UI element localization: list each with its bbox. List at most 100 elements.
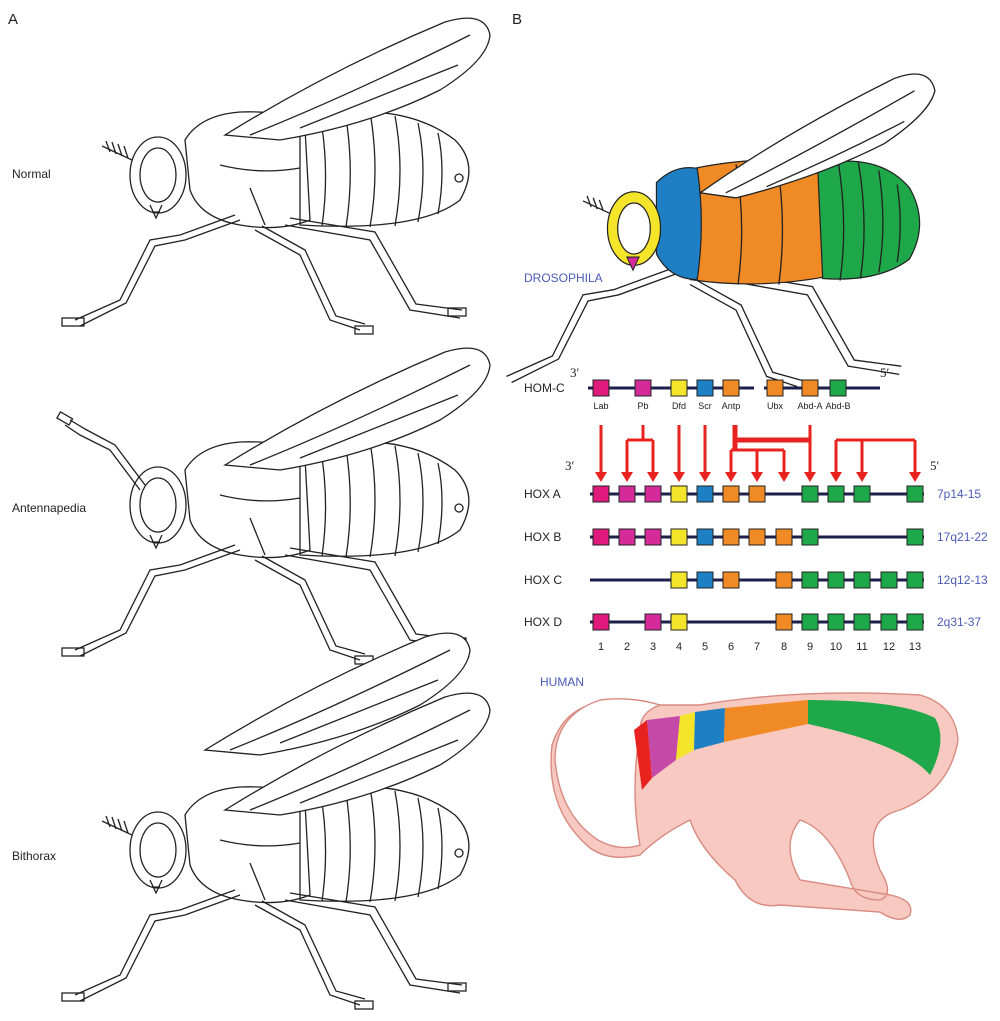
hox-gene-box bbox=[749, 486, 765, 502]
hox-gene-box bbox=[776, 529, 792, 545]
homology-arrowhead bbox=[673, 472, 685, 482]
homology-arrowhead bbox=[595, 472, 607, 482]
drosophila-colored-illustration bbox=[507, 74, 935, 387]
hox-gene-box bbox=[619, 486, 635, 502]
hox-gene-box bbox=[645, 614, 661, 630]
hox-gene-box bbox=[828, 614, 844, 630]
hox-gene-box bbox=[802, 614, 818, 630]
panel-letter-a: A bbox=[8, 11, 18, 28]
homc-5prime-label: 5′ bbox=[880, 365, 890, 380]
hox-gene-box bbox=[697, 572, 713, 588]
hox-gene-box bbox=[723, 529, 739, 545]
hox-gene-box bbox=[854, 614, 870, 630]
paralog-number: 7 bbox=[754, 641, 760, 653]
hox-gene-box bbox=[723, 572, 739, 588]
homology-arrowhead bbox=[621, 472, 633, 482]
homc-gene-label: Scr bbox=[698, 401, 712, 411]
pb-branch bbox=[627, 425, 653, 460]
homology-arrowhead bbox=[751, 472, 763, 482]
hox-gene-box bbox=[776, 572, 792, 588]
hox-locus-label: 7p14-15 bbox=[937, 487, 981, 501]
homc-gene-dfd bbox=[671, 380, 687, 396]
hox-gene-box bbox=[619, 529, 635, 545]
hox-cluster-label: HOX C bbox=[524, 573, 562, 587]
paralog-number: 5 bbox=[702, 641, 708, 653]
paralog-number: 4 bbox=[676, 641, 682, 653]
fly-prothorax-blue bbox=[656, 168, 701, 280]
hox-gene-box bbox=[828, 572, 844, 588]
hox-gene-box bbox=[671, 572, 687, 588]
fly-label-normal: Normal bbox=[12, 167, 51, 181]
hox-gene-box bbox=[907, 486, 923, 502]
hox-gene-box bbox=[907, 572, 923, 588]
paralog-number: 6 bbox=[728, 641, 734, 653]
ubx-branch bbox=[731, 450, 784, 460]
hox-gene-box bbox=[645, 529, 661, 545]
hox-gene-box bbox=[854, 486, 870, 502]
homc-gene-abd-a bbox=[802, 380, 818, 396]
homology-arrowhead bbox=[804, 472, 816, 482]
homc-gene-antp bbox=[723, 380, 739, 396]
hox-gene-box bbox=[723, 486, 739, 502]
homc-gene-lab bbox=[593, 380, 609, 396]
homc-gene-label: Antp bbox=[722, 401, 741, 411]
hox-cluster-label: HOX D bbox=[524, 615, 562, 629]
hox-gene-box bbox=[671, 614, 687, 630]
homc-gene-label: Ubx bbox=[767, 401, 784, 411]
antp-branch bbox=[735, 425, 810, 450]
hox-gene-box bbox=[802, 486, 818, 502]
hox-gene-box bbox=[593, 614, 609, 630]
hox-gene-box bbox=[802, 572, 818, 588]
hox-3prime-label: 3′ bbox=[565, 458, 575, 473]
paralog-number: 12 bbox=[883, 641, 895, 653]
hox-gene-box bbox=[907, 529, 923, 545]
homc-gene-pb bbox=[635, 380, 651, 396]
homc-3prime-label: 3′ bbox=[570, 365, 580, 380]
abdb-branch bbox=[810, 425, 915, 440]
fly-bithorax-illustration bbox=[62, 633, 490, 1009]
homc-gene-label: Abd-B bbox=[825, 401, 850, 411]
hox-gene-box bbox=[854, 572, 870, 588]
hox-cluster-label: HOX A bbox=[524, 487, 561, 501]
hox-locus-label: 2q31-37 bbox=[937, 615, 981, 629]
fly-label-antennapedia: Antennapedia bbox=[12, 501, 86, 515]
hox-gene-box bbox=[802, 529, 818, 545]
paralog-number: 10 bbox=[830, 641, 842, 653]
homc-gene-label: Pb bbox=[637, 401, 648, 411]
hox-5prime-label: 5′ bbox=[930, 458, 940, 473]
panel-letter-b: B bbox=[512, 11, 522, 28]
paralog-number: 3 bbox=[650, 641, 656, 653]
hox-gene-box bbox=[776, 614, 792, 630]
paralog-number: 11 bbox=[856, 641, 867, 653]
hox-gene-box bbox=[881, 614, 897, 630]
paralog-number: 8 bbox=[781, 641, 787, 653]
hox-gene-box bbox=[671, 486, 687, 502]
fly-normal-illustration bbox=[62, 18, 490, 334]
homology-arrowhead bbox=[778, 472, 790, 482]
homology-arrowhead bbox=[909, 472, 921, 482]
hox-gene-box bbox=[671, 529, 687, 545]
homology-arrowhead bbox=[830, 472, 842, 482]
homology-arrows bbox=[595, 425, 921, 482]
hox-gene-box bbox=[828, 486, 844, 502]
paralog-number: 9 bbox=[807, 641, 813, 653]
homc-gene-label: Abd-A bbox=[797, 401, 822, 411]
homc-gene-ubx bbox=[767, 380, 783, 396]
hox-locus-label: 17q21-22 bbox=[937, 530, 988, 544]
homc-label: HOM-C bbox=[524, 381, 565, 395]
human-embryo-illustration bbox=[551, 693, 958, 919]
fly-abdomen-green bbox=[818, 161, 920, 279]
hox-gene-box bbox=[593, 486, 609, 502]
paralog-number: 13 bbox=[909, 641, 921, 653]
homc-gene-abd-b bbox=[830, 380, 846, 396]
homology-arrowhead bbox=[856, 472, 868, 482]
fly-label-bithorax: Bithorax bbox=[12, 849, 56, 863]
homc-gene-label: Lab bbox=[593, 401, 608, 411]
drosophila-label: DROSOPHILA bbox=[524, 271, 603, 285]
homc-gene-label: Dfd bbox=[672, 401, 686, 411]
hox-gene-box bbox=[593, 529, 609, 545]
homology-arrowhead bbox=[699, 472, 711, 482]
